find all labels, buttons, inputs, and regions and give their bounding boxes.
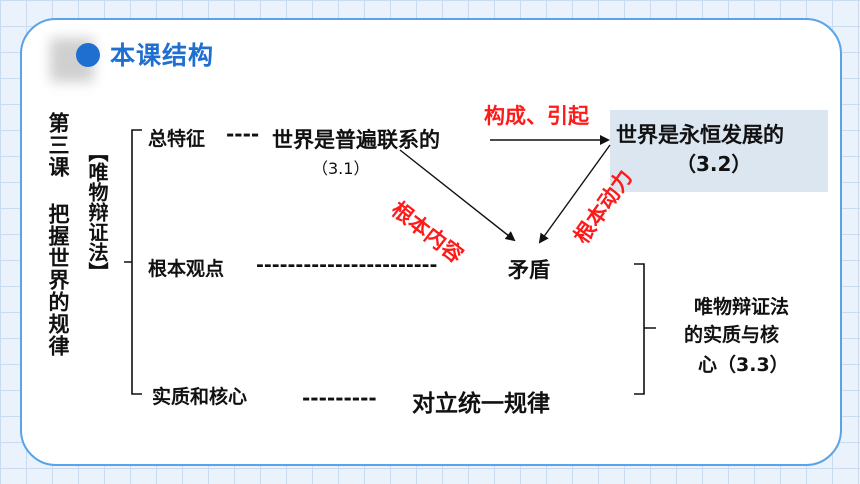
topic-label-vertical: 【唯物辩证法】 <box>85 142 109 282</box>
note-line-3: 心（3.3） <box>698 354 789 376</box>
view-dashes: ----------------------- <box>256 254 438 276</box>
left-diagonal-arrow <box>399 149 516 242</box>
essence-content: 对立统一规律 <box>412 391 550 417</box>
right-brace <box>634 263 656 395</box>
development-highlight-box <box>610 110 828 192</box>
page-title: 本课结构 <box>110 41 215 70</box>
left-brace <box>124 129 142 395</box>
view-label: 根本观点 <box>148 258 225 280</box>
feature-label: 总特征 <box>148 128 206 150</box>
essence-dashes: --------- <box>302 386 377 410</box>
lesson-title-vertical: 第三课 把握世界的规律 <box>46 112 70 357</box>
feature-dashes: ---- <box>226 122 260 146</box>
top-arrow-label: 构成、引起 <box>484 104 589 128</box>
feature-ref: （3.1） <box>312 159 370 178</box>
title-bullet-icon <box>76 43 100 67</box>
view-content: 矛盾 <box>508 258 550 282</box>
development-ref: （3.2） <box>676 152 752 176</box>
note-line-2: 的实质与核 <box>684 324 780 346</box>
development-content: 世界是永恒发展的 <box>616 123 784 147</box>
feature-content: 世界是普遍联系的 <box>272 128 440 152</box>
essence-label: 实质和核心 <box>152 386 248 408</box>
right-diagonal-arrow <box>538 144 611 244</box>
content-card <box>20 18 842 466</box>
note-line-1: 唯物辩证法 <box>694 296 790 318</box>
